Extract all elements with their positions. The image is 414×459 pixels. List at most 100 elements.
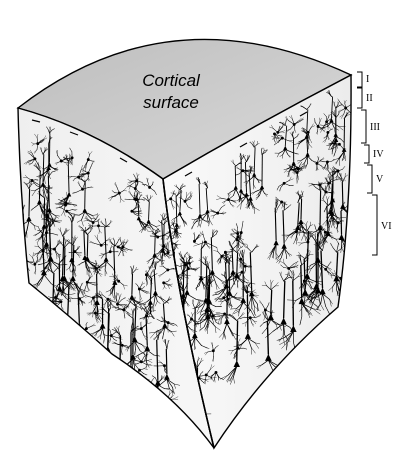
stellate-neuron-icon (28, 252, 41, 275)
stellate-neuron-icon (83, 213, 100, 230)
pyramidal-neuron-icon (326, 167, 342, 232)
stellate-neuron-icon (315, 156, 325, 171)
pyramidal-neuron-icon (229, 249, 256, 319)
stellate-neuron-icon (228, 338, 247, 359)
pyramidal-neuron-icon (244, 244, 260, 317)
stellate-neuron-icon (176, 255, 191, 276)
stellate-neuron-icon (319, 113, 333, 133)
layer-label-iv: IV (373, 149, 384, 160)
stellate-neuron-icon (109, 239, 128, 253)
stellate-neuron-icon (320, 159, 335, 171)
stellate-neuron-icon (23, 174, 42, 189)
stellate-neuron-icon (163, 190, 180, 210)
stellate-neuron-icon (322, 128, 333, 143)
stellate-neuron-icon (178, 191, 193, 210)
pyramidal-neuron-icon (195, 180, 213, 227)
stellate-neuron-icon (184, 260, 200, 272)
layer-bracket-iii (361, 109, 367, 144)
stellate-neuron-icon (193, 230, 218, 249)
stellate-neuron-icon (279, 258, 299, 276)
pyramidal-neuron-icon (121, 265, 147, 312)
stellate-neuron-icon (139, 377, 155, 397)
layer-bracket-iv (364, 144, 370, 164)
stellate-neuron-icon (156, 316, 178, 333)
pyramidal-neuron-icon (105, 237, 120, 302)
pyramidal-neuron-icon (338, 200, 352, 258)
pyramidal-neuron-icon (303, 241, 325, 312)
stellate-neuron-icon (314, 117, 326, 135)
stellate-neuron-icon (337, 98, 352, 119)
stellate-neuron-icon (134, 383, 146, 402)
pyramidal-neuron-icon (293, 190, 308, 242)
stellate-neuron-icon (88, 219, 110, 234)
pyramidal-neuron-icon (171, 183, 188, 227)
stellate-neuron-icon (31, 133, 48, 154)
pyramidal-neuron-icon (90, 218, 116, 277)
stellate-neuron-icon (46, 239, 63, 260)
pyramidal-neuron-icon (227, 159, 244, 203)
stellate-neuron-icon (193, 232, 204, 243)
pyramidal-neuron-icon (267, 198, 279, 260)
pyramidal-neuron-icon (133, 193, 152, 231)
pyramidal-neuron-icon (88, 264, 103, 322)
pyramidal-neuron-icon (218, 256, 244, 309)
pyramidal-neuron-icon (293, 103, 313, 150)
stellate-neuron-icon (58, 320, 68, 335)
stellate-neuron-icon (81, 274, 98, 294)
stellate-neuron-icon (276, 176, 294, 192)
pyramidal-neuron-icon (42, 126, 59, 172)
stellate-neuron-icon (319, 261, 337, 279)
layer-bracket-i (357, 71, 363, 88)
left-face (17, 107, 215, 449)
stellate-neuron-icon (158, 262, 178, 278)
stellate-neuron-icon (98, 291, 117, 309)
pyramidal-neuron-icon (30, 162, 47, 218)
pyramidal-neuron-icon (195, 240, 209, 291)
pia-marks (31, 111, 308, 177)
stellate-neuron-icon (285, 115, 304, 134)
stellate-neuron-icon (285, 224, 308, 239)
stellate-neuron-icon (209, 204, 227, 219)
layer-brackets (357, 71, 378, 256)
stellate-neuron-icon (308, 180, 328, 196)
stellate-neuron-icon (159, 240, 170, 257)
layer-label-iii: III (370, 122, 380, 133)
pyramidal-neuron-icon (281, 194, 313, 245)
stellate-neuron-icon (214, 312, 232, 325)
stellate-neuron-icon (128, 189, 140, 207)
pyramidal-neuron-icon (57, 153, 72, 209)
stellate-neuron-icon (239, 314, 262, 327)
stellate-neuron-icon (72, 330, 89, 349)
layer-label-v: V (376, 174, 384, 185)
stellate-neuron-icon (147, 228, 170, 239)
pyramidal-neuron-icon (65, 214, 77, 278)
stellate-neuron-icon (72, 179, 94, 194)
pyramidal-neuron-icon (275, 201, 293, 264)
pyramidal-neuron-icon (259, 279, 286, 335)
stellate-neuron-icon (204, 342, 219, 362)
pyramidal-neuron-icon (43, 185, 63, 229)
pyramidal-neuron-icon (198, 229, 226, 290)
stellate-neuron-icon (218, 250, 234, 264)
stellate-neuron-icon (273, 132, 283, 143)
layer-bracket-vi (372, 194, 378, 256)
layer-bracket-v (367, 164, 373, 194)
pyramidal-neuron-icon (77, 227, 102, 271)
stellate-neuron-icon (135, 281, 150, 300)
pyramidal-neuron-icon (89, 290, 106, 344)
stellate-neuron-icon (23, 150, 42, 170)
pyramidal-neuron-icon (283, 131, 303, 178)
cortical-surface-label-line2: surface (143, 93, 199, 112)
stellate-neuron-icon (130, 318, 152, 341)
pyramidal-neuron-icon (326, 110, 340, 157)
pyramidal-neuron-icon (250, 147, 269, 201)
layer-label-i: I (366, 74, 369, 85)
pyramidal-neuron-icon (48, 253, 76, 308)
stellate-neuron-icon (206, 305, 223, 325)
stellate-neuron-icon (108, 182, 127, 203)
stellate-neuron-icon (144, 266, 153, 287)
stellate-neuron-icon (82, 151, 95, 172)
stellate-neuron-icon (67, 165, 85, 182)
front-edge (162, 178, 215, 449)
